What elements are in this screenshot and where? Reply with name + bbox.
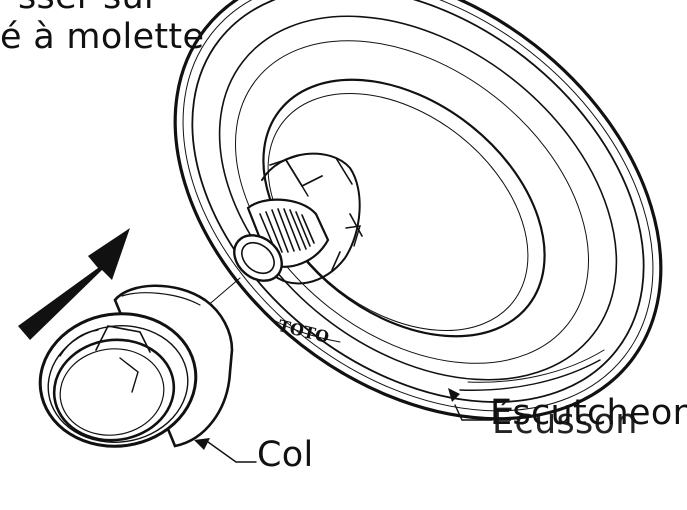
leader-lines [207,404,493,463]
collar [38,284,234,448]
escutcheon-label-overlap: Écusson [492,402,638,442]
collar-label: Col [257,435,314,475]
leader-arrowheads [194,388,460,450]
instruction-text-line-2: é à molette [0,17,205,57]
valve-stem [149,198,330,356]
escutcheon-label: Escutcheon* [490,393,687,433]
insert-direction-arrow [18,228,130,340]
escutcheon-plate [173,0,663,421]
instruction-text-line-1: sser sur [18,0,159,15]
brand-mark-band [269,317,341,343]
valve-housing [261,152,363,285]
